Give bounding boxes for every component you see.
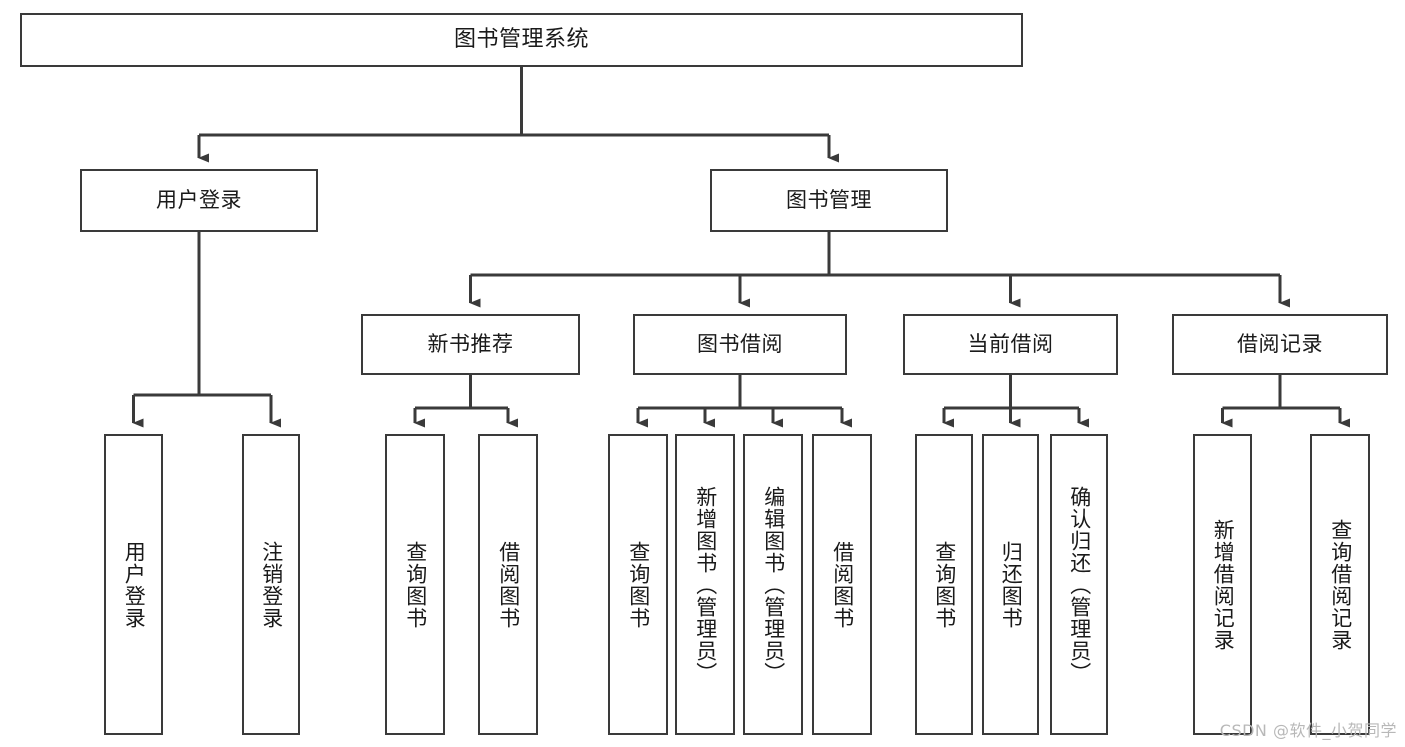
node-user-login[interactable]: 用户登录 (80, 169, 318, 232)
node-label: 查询借阅记录 (1328, 518, 1353, 651)
node-label: 图书借阅 (697, 331, 783, 356)
node-leaf-edit-book-admin[interactable]: 编辑图书（管理员） (743, 434, 803, 735)
node-label: 借阅图书 (830, 540, 855, 629)
node-current-borrow[interactable]: 当前借阅 (903, 314, 1118, 375)
node-label: 查询图书 (626, 540, 651, 629)
node-label: 确认归还（管理员） (1067, 485, 1092, 684)
node-label: 查询图书 (403, 540, 428, 629)
node-label: 注销登录 (259, 540, 284, 629)
node-leaf-query-book-rec[interactable]: 查询图书 (385, 434, 445, 735)
node-leaf-user-logout[interactable]: 注销登录 (242, 434, 300, 735)
node-leaf-return-book[interactable]: 归还图书 (982, 434, 1039, 735)
node-label: 新增图书（管理员） (693, 485, 718, 684)
node-label: 用户登录 (122, 540, 147, 629)
node-label: 用户登录 (156, 187, 242, 212)
node-leaf-borrow-book-rec[interactable]: 借阅图书 (478, 434, 538, 735)
node-label: 编辑图书（管理员） (761, 485, 786, 684)
node-label: 图书管理 (786, 187, 872, 212)
node-label: 归还图书 (999, 540, 1024, 629)
node-borrow-record[interactable]: 借阅记录 (1172, 314, 1388, 375)
node-label: 图书管理系统 (453, 26, 589, 52)
node-leaf-user-login[interactable]: 用户登录 (104, 434, 163, 735)
node-leaf-query-borrow-record[interactable]: 查询借阅记录 (1310, 434, 1370, 735)
node-leaf-query-book-cur[interactable]: 查询图书 (915, 434, 973, 735)
node-label: 查询图书 (932, 540, 957, 629)
node-leaf-add-book-admin[interactable]: 新增图书（管理员） (675, 434, 735, 735)
node-leaf-borrow-book-bor[interactable]: 借阅图书 (812, 434, 872, 735)
node-new-book-recommend[interactable]: 新书推荐 (361, 314, 580, 375)
node-leaf-add-borrow-record[interactable]: 新增借阅记录 (1193, 434, 1252, 735)
node-leaf-query-book-bor[interactable]: 查询图书 (608, 434, 668, 735)
node-leaf-confirm-return[interactable]: 确认归还（管理员） (1050, 434, 1108, 735)
node-book-borrow[interactable]: 图书借阅 (633, 314, 847, 375)
node-label: 新书推荐 (427, 331, 514, 356)
node-label: 借阅记录 (1237, 331, 1323, 356)
node-label: 借阅图书 (496, 540, 521, 629)
node-label: 当前借阅 (967, 331, 1054, 356)
node-root-system[interactable]: 图书管理系统 (20, 13, 1023, 67)
node-label: 新增借阅记录 (1211, 518, 1236, 651)
node-book-management[interactable]: 图书管理 (710, 169, 948, 232)
